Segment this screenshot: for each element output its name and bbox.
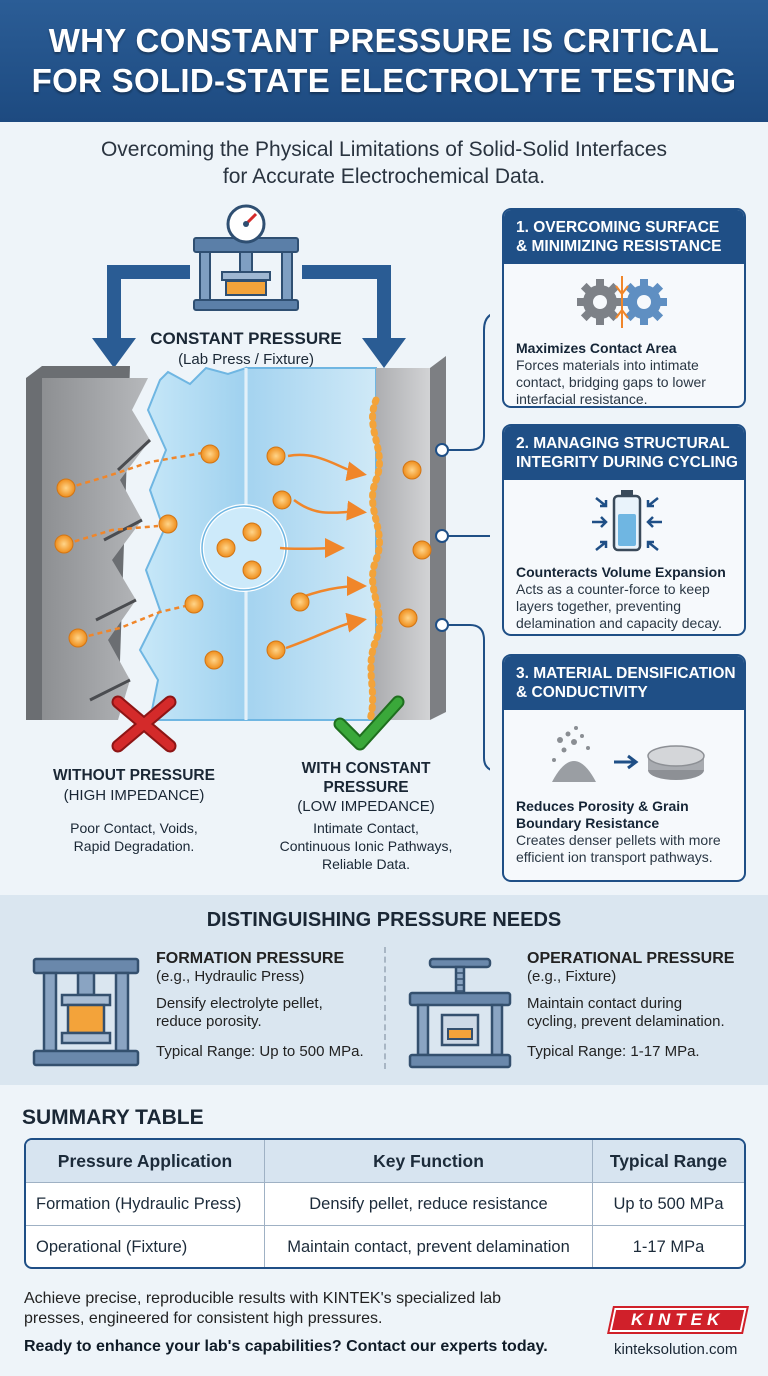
- table-header-cell: Pressure Application: [57, 1150, 233, 1171]
- callout-3-heading: 3. MATERIAL DENSIFICATION & CONDUCTIVITY: [504, 656, 744, 710]
- hydraulic-press-icon: [32, 957, 140, 1067]
- left-pressure-arrow-icon: [92, 338, 136, 368]
- operational-pressure-block: OPERATIONAL PRESSURE (e.g., Fixture) Mai…: [527, 950, 734, 1061]
- formation-title: FORMATION PRESSURE: [156, 950, 345, 967]
- table-row: Operational (Fixture) Maintain contact, …: [26, 1225, 744, 1267]
- callout-structural-integrity: 2. MANAGING STRUCTURAL INTEGRITY DURING …: [502, 424, 746, 636]
- callout-2-heading: 2. MANAGING STRUCTURAL INTEGRITY DURING …: [504, 426, 744, 480]
- with-sub: (LOW IMPEDANCE): [297, 798, 435, 815]
- powder-to-pellet-icon: [504, 710, 744, 798]
- table-cell: Up to 500 MPa: [592, 1183, 744, 1225]
- with-desc-2: Continuous Ionic Pathways,: [280, 838, 453, 854]
- red-x-icon: [111, 695, 177, 753]
- page-header: WHY CONSTANT PRESSURE IS CRITICAL FOR SO…: [0, 0, 768, 122]
- without-desc-2: Rapid Degradation.: [74, 838, 195, 854]
- formation-pressure-block: FORMATION PRESSURE (e.g., Hydraulic Pres…: [156, 950, 364, 1061]
- callout-3-text: Creates denser pellets with more efficie…: [516, 832, 721, 865]
- summary-table: Pressure Application Key Function Typica…: [24, 1138, 746, 1269]
- formation-desc-2: reduce porosity.: [156, 1013, 262, 1030]
- electrolyte-right: [245, 367, 377, 721]
- callout-2-strong: Counteracts Volume Expansion: [516, 564, 726, 580]
- green-check-icon: [333, 695, 405, 751]
- callout-1-strong: Maximizes Contact Area: [516, 340, 677, 356]
- table-row: Formation (Hydraulic Press) Densify pell…: [26, 1182, 744, 1225]
- operational-sub: (e.g., Fixture): [527, 968, 617, 985]
- table-cell: Maintain contact, prevent delamination: [264, 1226, 592, 1267]
- table-cell: Formation (Hydraulic Press): [36, 1194, 242, 1213]
- title-line-2: FOR SOLID-STATE ELECTROLYTE TESTING: [31, 62, 737, 99]
- with-desc-3: Reliable Data.: [322, 856, 410, 872]
- gears-icon: [504, 264, 744, 340]
- battery-expansion-icon: [504, 480, 744, 564]
- callout-1-text: Forces materials into intimate contact, …: [516, 357, 706, 407]
- table-header-row: Pressure Application Key Function Typica…: [26, 1140, 744, 1182]
- operational-desc-2: cycling, prevent delamination.: [527, 1013, 725, 1030]
- callout-2-text: Acts as a counter-force to keep layers t…: [516, 581, 722, 631]
- title-line-1: WHY CONSTANT PRESSURE IS CRITICAL: [48, 22, 720, 59]
- callout-surface-contact: 1. OVERCOMING SURFACE & MINIMIZING RESIS…: [502, 208, 746, 408]
- press-subtitle: (Lab Press / Fixture): [178, 351, 314, 368]
- table-cell: Densify pellet, reduce resistance: [264, 1183, 592, 1225]
- kintek-logo: KINTEK: [607, 1306, 749, 1334]
- electrolyte-left: [138, 366, 247, 721]
- callout-densification: 3. MATERIAL DENSIFICATION & CONDUCTIVITY…: [502, 654, 746, 882]
- formation-desc-1: Densify electrolyte pellet,: [156, 995, 323, 1012]
- needs-divider: [384, 947, 386, 1069]
- table-header-cell: Key Function: [264, 1140, 592, 1182]
- pressure-needs-section: DISTINGUISHING PRESSURE NEEDS FORMATION …: [0, 895, 768, 1085]
- with-title-1: WITH CONSTANT: [302, 760, 431, 777]
- needs-title: DISTINGUISHING PRESSURE NEEDS: [206, 909, 562, 931]
- press-title: CONSTANT PRESSURE: [150, 329, 341, 348]
- without-sub: (HIGH IMPEDANCE): [64, 787, 205, 804]
- formation-sub: (e.g., Hydraulic Press): [156, 968, 305, 985]
- callout-3-strong-1: Reduces Porosity & Grain: [516, 798, 689, 814]
- right-electrode: [370, 368, 430, 720]
- with-desc-1: Intimate Contact,: [313, 820, 419, 836]
- fixture-clamp-icon: [408, 957, 512, 1069]
- with-title-2: PRESSURE: [323, 779, 408, 796]
- table-cell: Operational (Fixture): [36, 1237, 188, 1256]
- summary-title: SUMMARY TABLE: [22, 1106, 204, 1129]
- operational-title: OPERATIONAL PRESSURE: [527, 950, 735, 967]
- subtitle-line-2: for Accurate Electrochemical Data.: [222, 165, 546, 188]
- right-pressure-arrow-icon: [362, 338, 406, 368]
- table-cell: 1-17 MPa: [592, 1226, 744, 1267]
- formation-range: Typical Range: Up to 500 MPa.: [156, 1043, 364, 1060]
- operational-range: Typical Range: 1-17 MPa.: [527, 1043, 700, 1060]
- without-desc-1: Poor Contact, Voids,: [70, 820, 198, 836]
- footer-text: Achieve precise, reproducible results wi…: [24, 1290, 502, 1327]
- callout-3-strong-2: Boundary Resistance: [516, 815, 660, 831]
- callout-1-heading: 1. OVERCOMING SURFACE & MINIMIZING RESIS…: [504, 210, 744, 264]
- website-link[interactable]: kinteksolution.com: [614, 1341, 738, 1358]
- subtitle-line-1: Overcoming the Physical Limitations of S…: [100, 138, 668, 161]
- footer-cta[interactable]: Ready to enhance your lab's capabilities…: [24, 1338, 548, 1355]
- lab-press-icon: [193, 204, 299, 311]
- without-title: WITHOUT PRESSURE: [53, 767, 215, 784]
- operational-desc-1: Maintain contact during: [527, 995, 683, 1012]
- page-subtitle: Overcoming the Physical Limitations of S…: [0, 136, 768, 190]
- table-header-cell: Typical Range: [592, 1140, 744, 1182]
- interface-diagram: CONSTANT PRESSURE (Lab Press / Fixture): [26, 204, 490, 872]
